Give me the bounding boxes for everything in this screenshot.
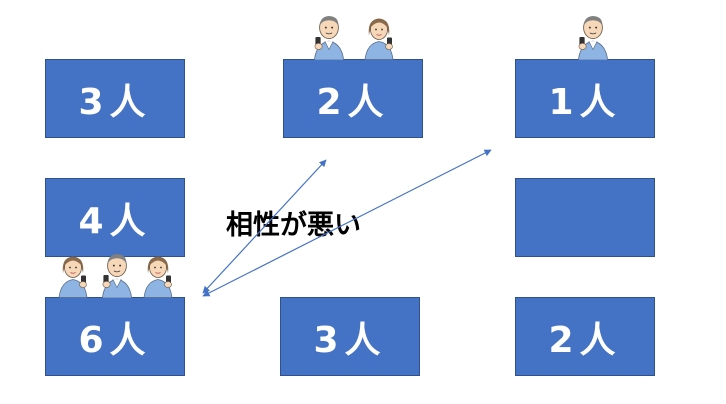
arrow-6-to-1: [202, 149, 492, 297]
man-with-phone-icon: [313, 15, 345, 60]
woman-with-phone-icon: [58, 256, 88, 298]
table-bottom-left: 6人: [45, 297, 185, 376]
man-with-phone-icon: [101, 253, 133, 298]
woman-with-phone-icon: [143, 256, 173, 298]
arrow-6-to-2: [202, 159, 327, 294]
table-middle-right: [515, 178, 655, 257]
table-top-center: 2人: [283, 59, 423, 138]
man-with-phone-icon: [577, 15, 609, 60]
table-top-right: 1人: [515, 59, 655, 138]
table-bottom-right: 2人: [515, 297, 655, 376]
table-middle-left: 4人: [45, 178, 185, 257]
woman-with-phone-icon: [364, 18, 394, 60]
table-top-left: 3人: [45, 59, 185, 138]
table-bottom-center: 3人: [280, 297, 420, 376]
